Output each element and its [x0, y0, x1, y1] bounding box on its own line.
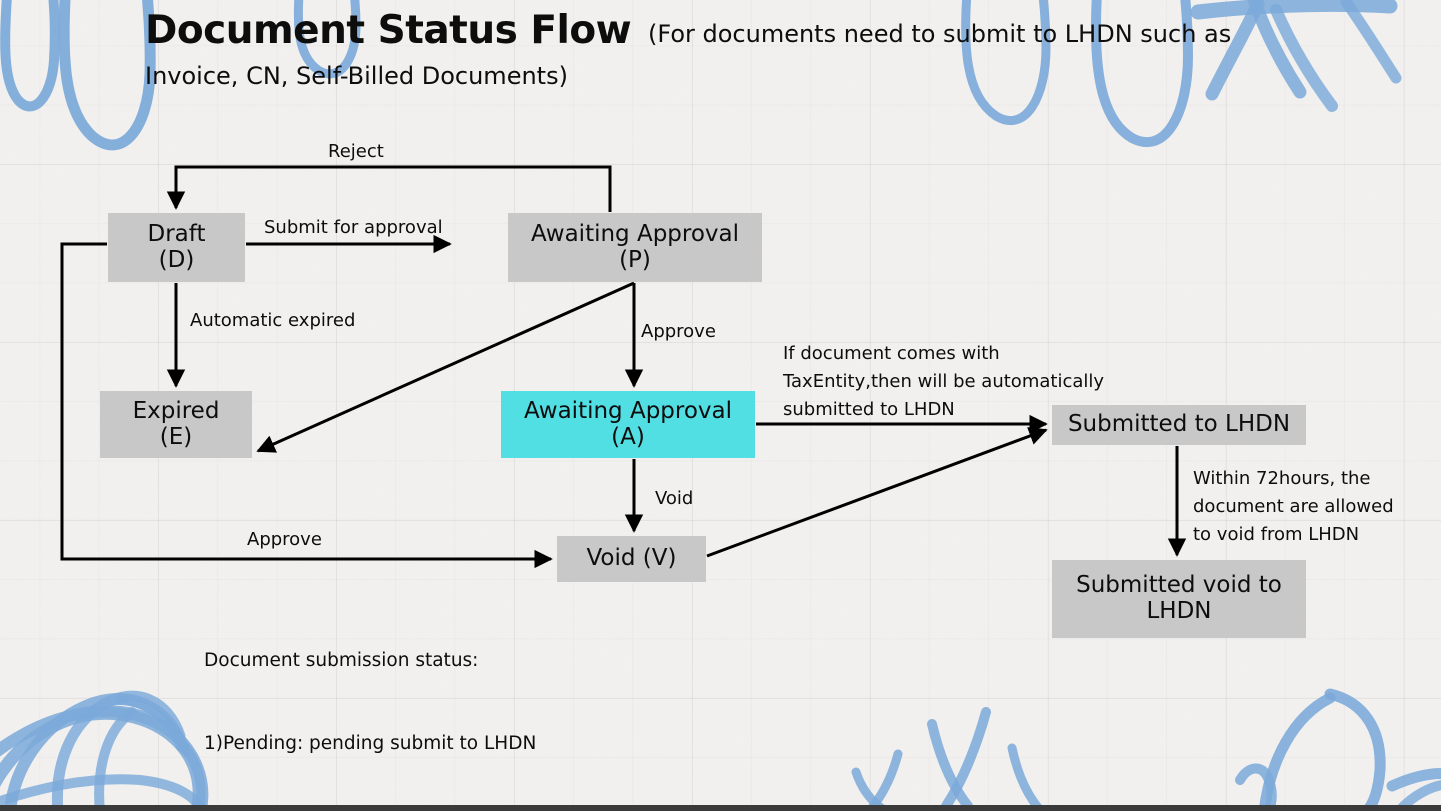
- edge-label-automatic-expired: Automatic expired: [190, 310, 356, 331]
- notes-heading: Document submission status:: [204, 650, 479, 672]
- notes-item-1: 1)Pending: pending submit to LHDN: [204, 732, 537, 754]
- node-expired-line1: Expired: [132, 397, 220, 424]
- node-awaiting-approval-p-line1: Awaiting Approval: [530, 220, 740, 247]
- node-draft-line2: (D): [158, 246, 195, 273]
- edge-label-submit-for-approval: Submit for approval: [264, 217, 443, 238]
- node-awaiting-approval-a-line2: (A): [611, 423, 645, 450]
- bottom-edge-strip: [0, 805, 1441, 811]
- node-void[interactable]: Void (V): [557, 536, 706, 582]
- node-draft-line1: Draft: [147, 220, 206, 247]
- node-awaiting-approval-a[interactable]: Awaiting Approval (A): [501, 391, 755, 458]
- edge-label-within-72-hours-note: Within 72hours, the document are allowed…: [1193, 468, 1394, 545]
- node-awaiting-approval-a-line1: Awaiting Approval: [523, 397, 733, 424]
- node-submitted-void-to-lhdn-line2: LHDN: [1146, 598, 1212, 624]
- node-submitted-void-to-lhdn[interactable]: Submitted void to LHDN: [1052, 560, 1306, 638]
- node-awaiting-approval-p-line2: (P): [619, 246, 651, 273]
- edge-label-void: Void: [655, 488, 694, 509]
- edge-void-to-submitted: [706, 427, 1048, 558]
- node-expired[interactable]: Expired (E): [100, 391, 252, 458]
- node-draft[interactable]: Draft (D): [108, 213, 245, 282]
- page-title: Document Status Flow: [145, 8, 632, 53]
- edge-label-reject: Reject: [328, 141, 384, 162]
- node-awaiting-approval-p[interactable]: Awaiting Approval (P): [508, 213, 762, 282]
- node-submitted-to-lhdn[interactable]: Submitted to LHDN: [1052, 405, 1306, 445]
- node-expired-line2: (E): [159, 423, 193, 450]
- node-submitted-to-lhdn-line1: Submitted to LHDN: [1067, 411, 1291, 438]
- edge-reject: [166, 165, 612, 212]
- document-submission-status-notes: Document submission status: 1)Pending: p…: [204, 592, 1091, 811]
- node-submitted-void-to-lhdn-line1: Submitted void to: [1076, 572, 1282, 599]
- node-void-line1: Void (V): [586, 545, 677, 572]
- edge-label-approve-p-to-a: Approve: [641, 321, 716, 342]
- page-title-parenthetical-line2: Invoice, CN, Self-Billed Documents): [145, 62, 568, 90]
- edge-label-taxentity-note: If document comes with TaxEntity,then wi…: [783, 343, 1105, 420]
- edge-label-approve-d-to-v: Approve: [247, 529, 322, 550]
- page-title-parenthetical-line1: (For documents need to submit to LHDN su…: [648, 20, 1232, 48]
